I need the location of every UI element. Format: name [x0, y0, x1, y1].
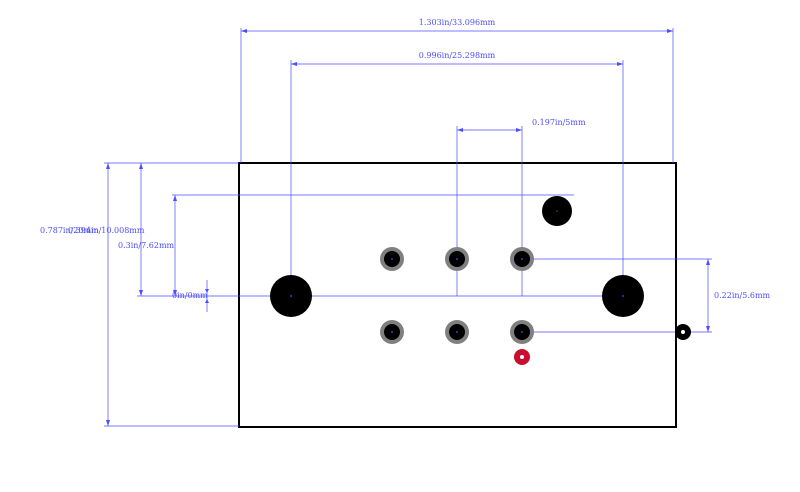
hole-top-center — [556, 210, 558, 212]
dim-hole-spacing-label: 0.996in/25.298mm — [419, 51, 496, 60]
pin1-marker-center — [520, 355, 524, 359]
dimension-lines — [104, 28, 712, 427]
board-outline — [238, 162, 677, 428]
pad-center-marks — [290, 258, 624, 333]
dim-pin-pitch-label: 0.197in/5mm — [532, 118, 586, 127]
dim-zero-ref-label: 0in/0mm — [172, 291, 208, 300]
dim-row-offset-label: 0.3in/7.62mm — [118, 241, 175, 250]
dim-side-height-label: 0.394in/10.008mm — [68, 226, 145, 235]
hole-edge-center — [681, 330, 685, 334]
dimension-arrows — [106, 29, 710, 426]
dim-row-spacing-label: 0.22in/5.6mm — [714, 291, 771, 300]
mounting-holes — [270, 196, 691, 340]
dim-overall-width-label: 1.303in/33.096mm — [419, 18, 496, 27]
dim-overall-height-label: 0.787in/20mm — [40, 226, 99, 235]
